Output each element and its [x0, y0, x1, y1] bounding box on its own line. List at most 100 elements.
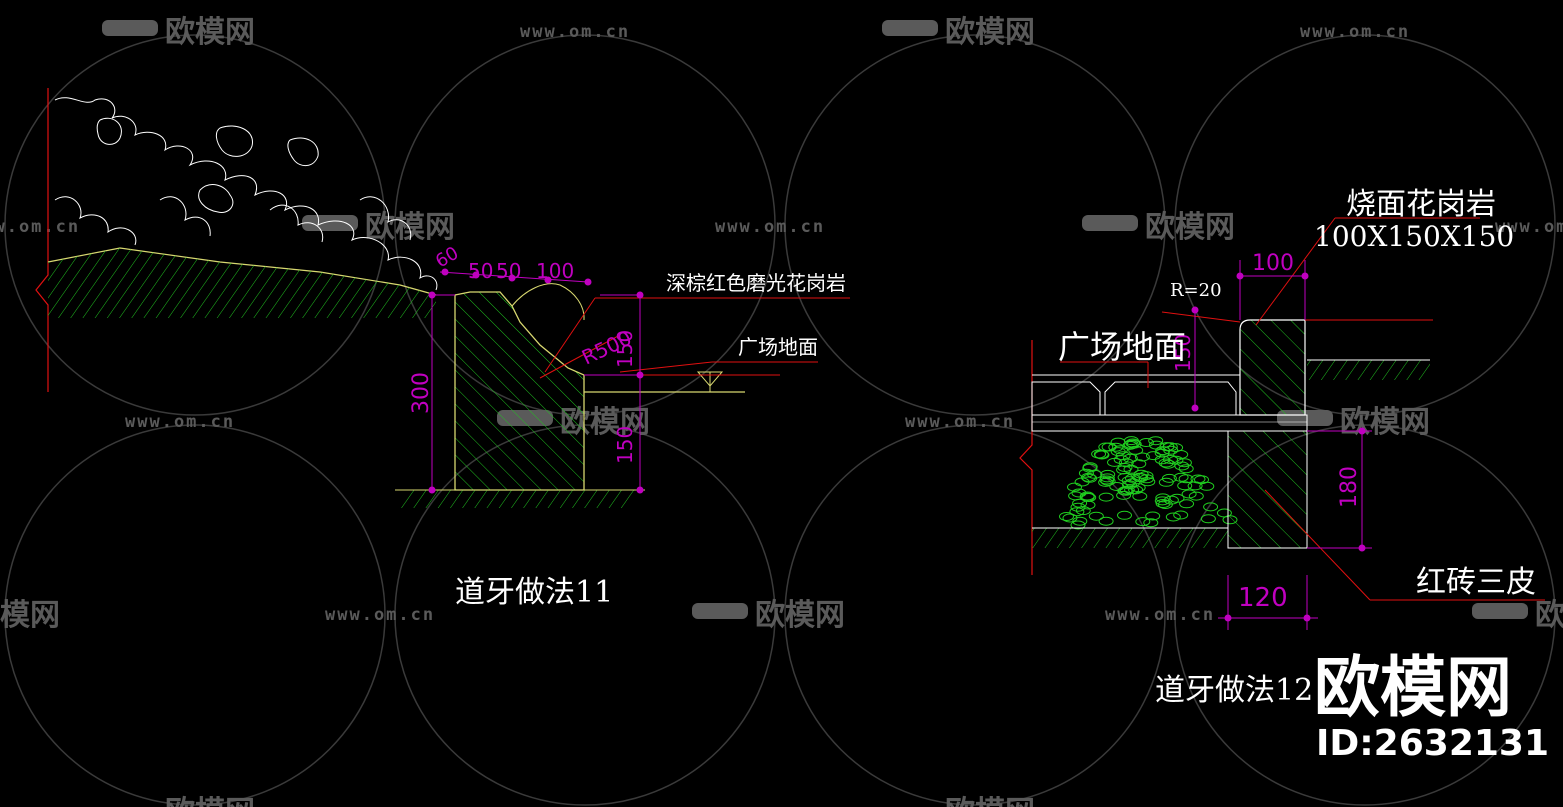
- stone-label-left: 深棕红色磨光花岗岩: [666, 271, 846, 295]
- watermark-url: www.om.cn: [1495, 217, 1563, 237]
- gravel-stone: [1145, 511, 1161, 521]
- watermark-logo: 欧模网: [1340, 405, 1430, 440]
- gravel-stone: [1188, 491, 1204, 501]
- watermark-url: www.om.cn: [520, 22, 630, 42]
- soil-hatch: [48, 248, 436, 318]
- gravel-stone: [1161, 473, 1177, 483]
- gravel-stone: [1117, 510, 1132, 520]
- watermark-logo: 欧模网: [0, 598, 60, 633]
- labels-right: 烧面花岗岩 100X150X150 R=20 广场地面 红砖三皮 道牙做法12: [1058, 187, 1536, 708]
- dim-top-50a: 50: [468, 259, 493, 283]
- watermark-url: www.om.cn: [0, 217, 80, 237]
- gravel-stone: [1154, 496, 1170, 506]
- gravel-stone: [1098, 492, 1114, 502]
- curb-stone: [454, 291, 585, 491]
- gravel-stone: [1124, 485, 1140, 495]
- ground-label-right: 广场地面: [1058, 328, 1186, 366]
- dim-brick-width-120: 120: [1238, 583, 1288, 613]
- watermark-logo: 欧模网: [165, 795, 255, 807]
- gravel-stone: [1134, 452, 1150, 462]
- gravel-stone: [1203, 502, 1219, 512]
- gravel-stone: [1074, 477, 1090, 487]
- watermark-circles: [4, 34, 1556, 806]
- gravel-stone: [1178, 474, 1194, 484]
- gravel-stone: [1078, 468, 1094, 478]
- gravel-stone: [1098, 516, 1114, 526]
- gravel-stone: [1062, 513, 1078, 523]
- gravel-stone: [1088, 511, 1104, 521]
- gravel-stone: [1133, 469, 1149, 479]
- gravel-stone: [1123, 439, 1139, 449]
- gravel-stone: [1123, 464, 1139, 474]
- watermark-logo: 欧模网: [945, 795, 1035, 807]
- watermark-logo: 欧模网: [165, 15, 255, 50]
- gravel-stone: [1139, 474, 1155, 484]
- gravel-stone: [1165, 512, 1181, 522]
- gravel-stone: [1069, 507, 1085, 517]
- labels-left: 深棕红色磨光花岗岩 广场地面 道牙做法11: [455, 271, 846, 610]
- brand-id-text: ID:2632131: [1316, 723, 1549, 764]
- gravel-stone: [1108, 442, 1124, 452]
- paving-block: [1031, 381, 1101, 416]
- leader-lines-right: [1060, 217, 1545, 601]
- gravel-stone: [1200, 514, 1216, 524]
- gravel-stone: [1116, 490, 1132, 500]
- dim-top-50b: 50: [496, 259, 521, 283]
- dimension-texts-right: 100 150 180 120: [1171, 251, 1362, 613]
- gravel-stone: [1099, 475, 1115, 485]
- dimension-lines: [428, 268, 644, 494]
- dim-right-lower-150: 150: [613, 426, 637, 464]
- gravel-stone: [1080, 500, 1096, 510]
- gravel-stone: [1132, 491, 1148, 501]
- watermark-url: www.om.cn: [715, 217, 825, 237]
- gravel-stone: [1113, 455, 1129, 465]
- watermark-url: www.om.cn: [125, 412, 235, 432]
- dim-right-upper-150: 150: [613, 330, 637, 368]
- dim-brick-height-180: 180: [1337, 466, 1362, 508]
- gravel-stone: [1059, 512, 1074, 521]
- gravel-stone: [1122, 440, 1138, 450]
- detail-right: 100 150 180 120 烧面花岗岩 100X150X150 R=20 广…: [1019, 187, 1545, 708]
- ground-label-left: 广场地面: [738, 335, 818, 359]
- watermark-url: www.om.cn: [1105, 605, 1215, 625]
- watermark-logo: 欧模网: [755, 598, 845, 633]
- gravel-stone: [1075, 506, 1091, 516]
- gravel-stone: [1143, 518, 1159, 528]
- gravel-stone: [1135, 517, 1151, 527]
- break-line: [35, 88, 49, 392]
- radius-label-right: R=20: [1170, 280, 1222, 301]
- dim-top-100: 100: [536, 259, 574, 283]
- watermark-url: www.om.cn: [1300, 22, 1410, 42]
- dim-top-60: 60: [432, 243, 462, 273]
- gravel-stone: [1174, 461, 1190, 471]
- gravel-stone: [1178, 464, 1194, 474]
- gravel-stone: [1163, 445, 1179, 455]
- gravel-stone: [1155, 499, 1171, 508]
- gravel-stone: [1163, 495, 1179, 505]
- watermark-url: www.om.cn: [325, 605, 435, 625]
- watermark-logo: 欧模网: [1535, 598, 1563, 633]
- gravel-stone: [1100, 476, 1116, 486]
- gravel-stone: [1177, 481, 1193, 491]
- stone-label-right: 烧面花岗岩: [1346, 187, 1496, 222]
- detail-title-right: 道牙做法12: [1155, 673, 1313, 708]
- curb-stone-right: [1239, 319, 1306, 416]
- gravel-stone: [1100, 469, 1116, 479]
- gravel-stone: [1117, 486, 1133, 496]
- soil-hatch-right-side: [1307, 360, 1430, 380]
- gravel-stone: [1173, 510, 1189, 520]
- radius-arc: [511, 283, 585, 321]
- gravel-stone: [1168, 443, 1184, 453]
- stone-size-label: 100X150X150: [1314, 220, 1514, 253]
- gravel-stone: [1131, 459, 1147, 469]
- soil-hatch-right: [1032, 528, 1228, 548]
- detail-left: 60 50 50 100 R500 150 150 300 深棕红色磨光花岗岩 …: [35, 88, 850, 610]
- brick-wall: [1227, 430, 1308, 549]
- break-line: [1019, 340, 1033, 575]
- paving-block: [1104, 381, 1237, 416]
- gravel-stone: [1194, 475, 1209, 485]
- gravel-stone: [1158, 477, 1174, 487]
- gravel-stone: [1179, 499, 1195, 509]
- watermark-logo: 欧模网: [1145, 210, 1235, 245]
